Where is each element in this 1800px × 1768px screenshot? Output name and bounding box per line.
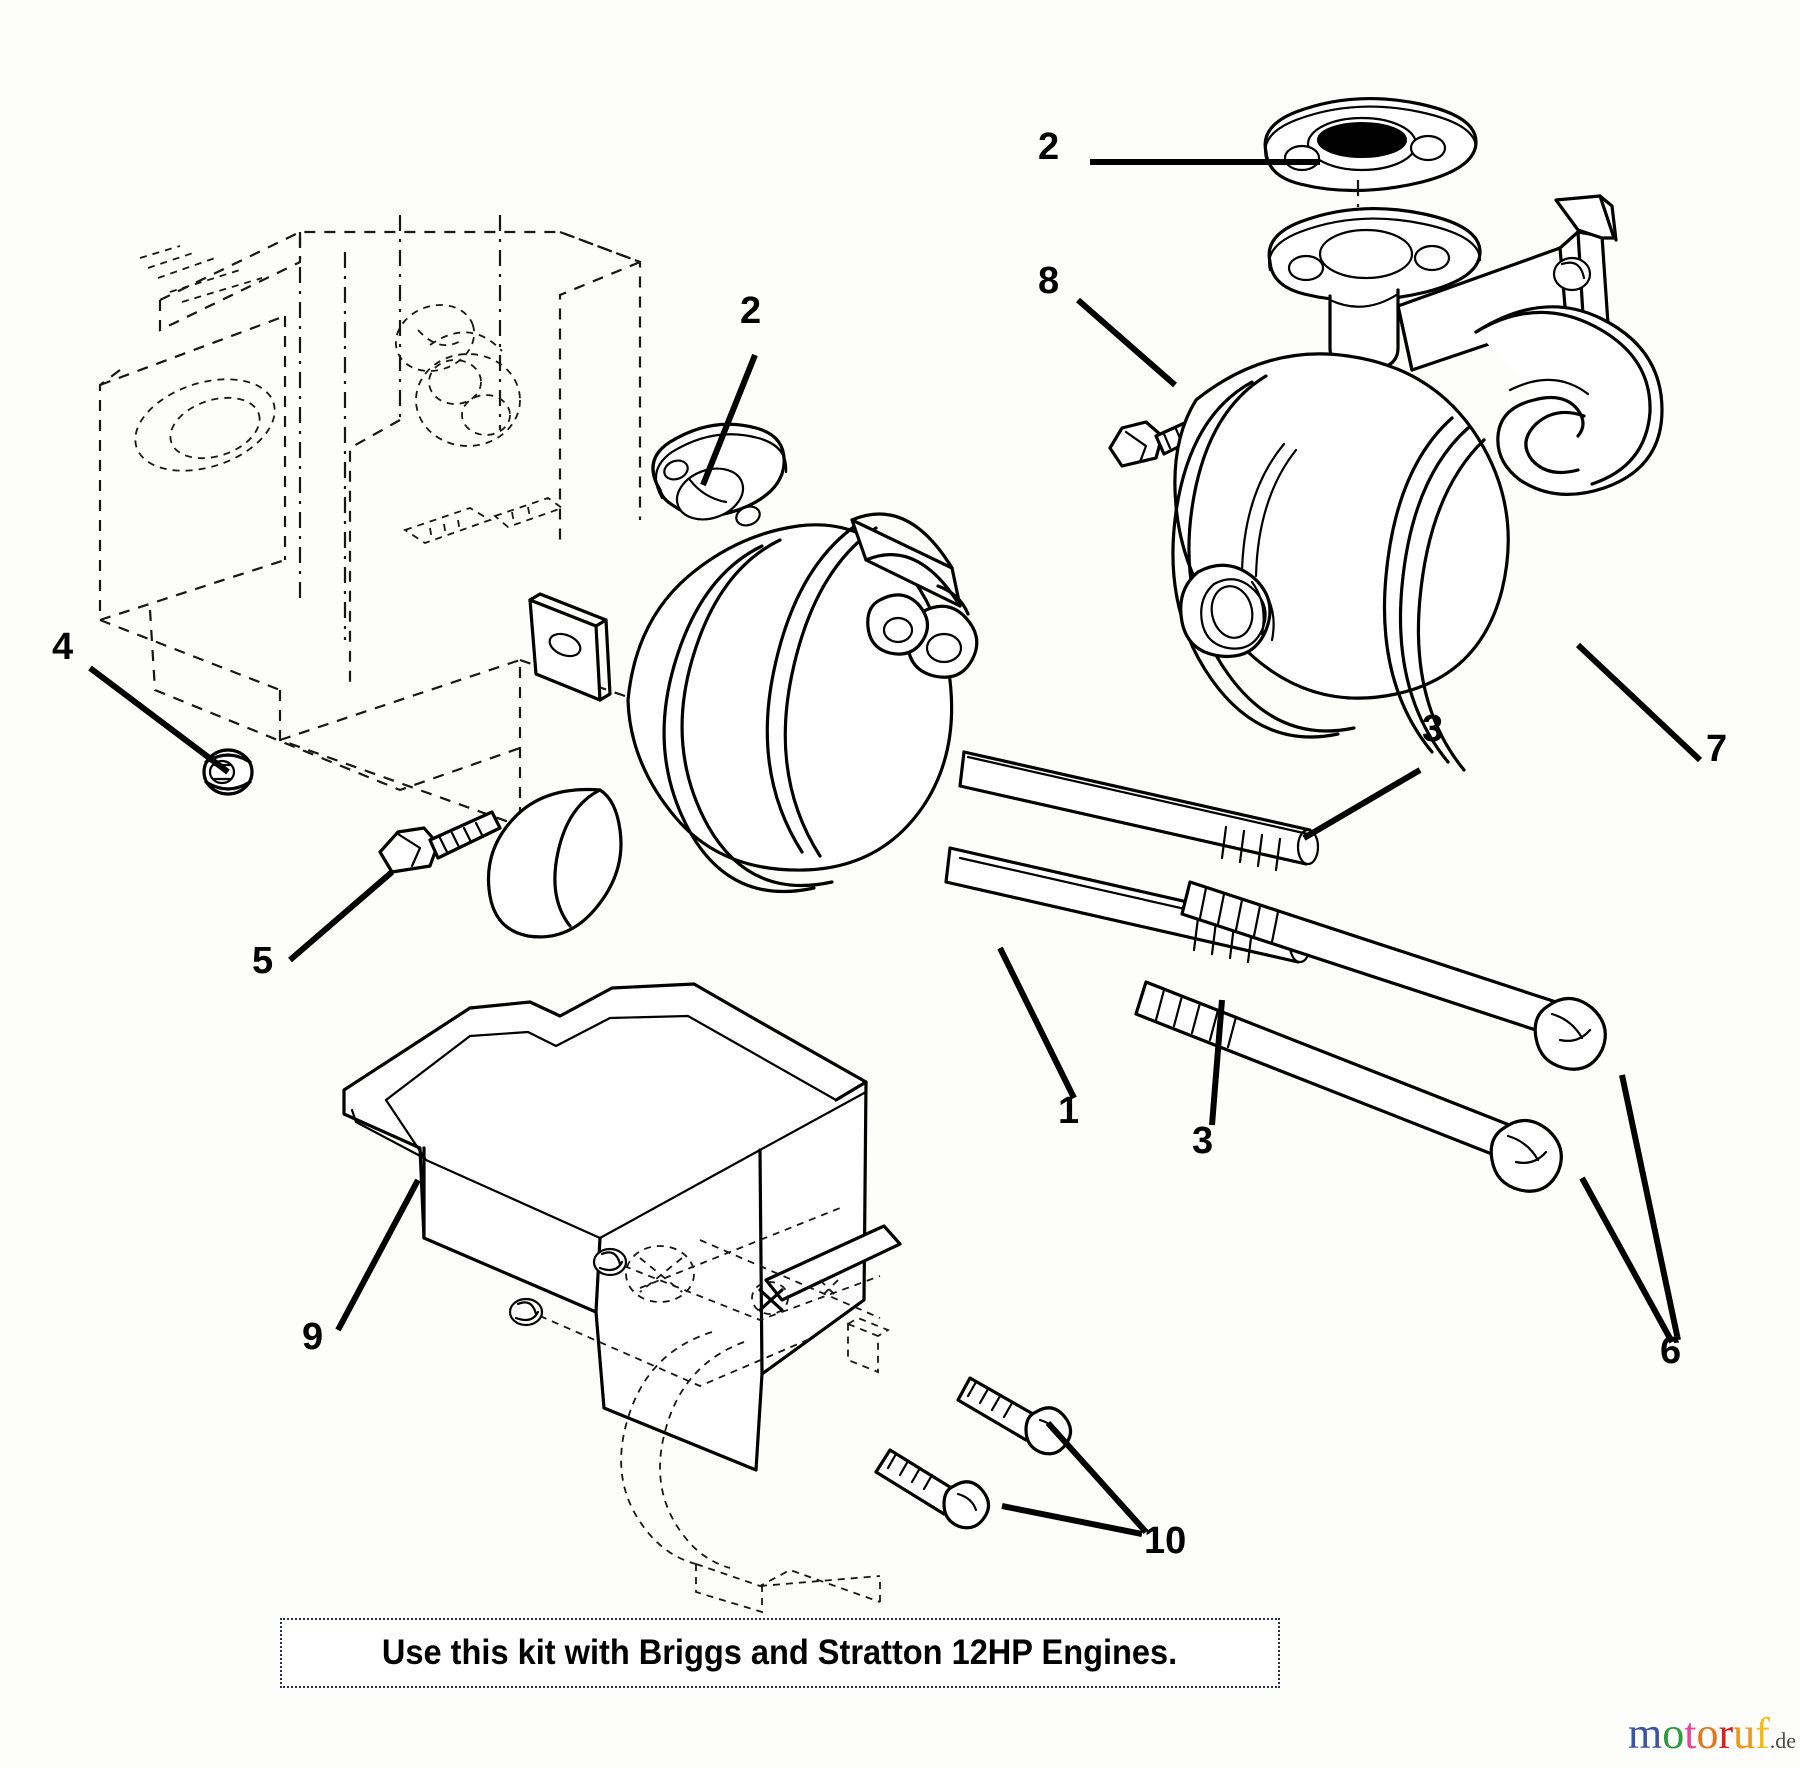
watermark-suffix: .de	[1769, 1728, 1797, 1753]
leader-7	[1575, 642, 1703, 763]
watermark-letter-o1: o	[1662, 1709, 1685, 1758]
callout-number-7: 7	[1706, 728, 1728, 770]
caption-text: Use this kit with Briggs and Stratton 12…	[382, 1633, 1178, 1672]
leader-6-a	[1619, 1074, 1681, 1341]
watermark-letter-f: f	[1755, 1709, 1770, 1758]
callout-number-8: 8	[1038, 260, 1060, 302]
watermark-letter-r: r	[1718, 1709, 1734, 1758]
leader-3-lower	[1209, 999, 1225, 1126]
engine-block-ghost	[98, 215, 661, 828]
callout-number-2-left: 2	[740, 290, 762, 332]
leader-4	[88, 665, 230, 775]
callout-number-10: 10	[1144, 1520, 1187, 1562]
leader-lines	[88, 159, 1703, 1537]
part-1-muffler-left	[486, 512, 979, 939]
leader-1	[997, 946, 1077, 1100]
part-3-exhaust-studs	[944, 750, 1320, 964]
leader-2-left	[700, 353, 758, 487]
leader-3-right	[1302, 767, 1422, 841]
callout-number-3-lower: 3	[1192, 1120, 1214, 1162]
watermark-letter-t: t	[1684, 1709, 1697, 1758]
callout-number-4: 4	[52, 626, 74, 668]
leader-10-b	[1001, 1503, 1143, 1537]
part-2-gasket-top	[1263, 96, 1478, 193]
part-7-muffler-right	[1171, 194, 1664, 772]
caption-box: Use this kit with Briggs and Stratton 12…	[280, 1618, 1280, 1688]
callout-number-1: 1	[1058, 1090, 1080, 1132]
part-6-hex-bolts	[1134, 880, 1607, 1193]
part-9-heat-shield	[342, 982, 881, 1472]
leader-6-b	[1579, 1176, 1675, 1344]
leader-5	[288, 869, 394, 963]
watermark-letter-u: u	[1733, 1709, 1756, 1758]
part-10-shield-screws	[874, 1376, 1073, 1530]
watermark-letter-o2: o	[1696, 1709, 1719, 1758]
callout-number-5: 5	[252, 940, 274, 982]
callout-number-2-top: 2	[1038, 126, 1060, 168]
lower-assembly-ghost	[620, 1207, 902, 1614]
part-5-flange-bolt	[378, 810, 502, 874]
watermark-letter-m: m	[1628, 1709, 1663, 1758]
part-2-gasket-left	[651, 422, 788, 527]
leader-10-a	[1045, 1420, 1149, 1535]
callout-number-9: 9	[302, 1316, 324, 1358]
callout-number-3-right: 3	[1422, 708, 1444, 750]
exhaust-flange	[1267, 206, 1482, 372]
leader-9	[335, 1178, 421, 1332]
callout-number-6: 6	[1660, 1330, 1682, 1372]
leader-8	[1076, 297, 1177, 388]
watermark-motoruf: motoruf.de	[1628, 1712, 1796, 1756]
